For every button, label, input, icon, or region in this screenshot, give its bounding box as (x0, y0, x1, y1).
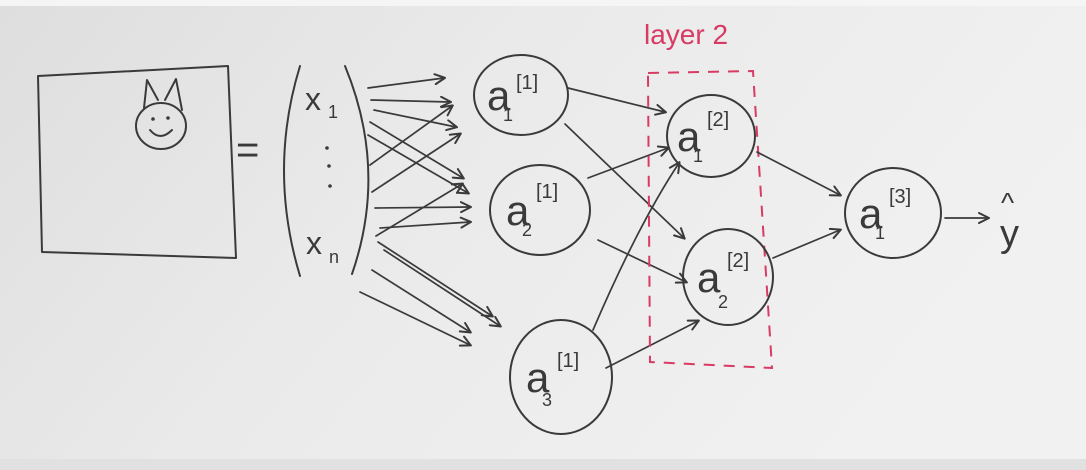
connection-arrow (564, 123, 686, 240)
node-circle (666, 94, 756, 178)
connection-arrow (370, 95, 452, 108)
connection-arrow (359, 291, 472, 347)
image-frame (37, 65, 237, 259)
node-circle (489, 164, 591, 256)
connection-arrow (383, 249, 502, 328)
input-xn-base: x (306, 225, 322, 261)
node-circle (844, 167, 942, 259)
connection-arrow (756, 151, 842, 197)
connection-arrow (373, 109, 458, 132)
input-x1-base: x (305, 81, 321, 117)
connection-arrow (377, 241, 494, 318)
node-label-sub: 2 (522, 220, 532, 240)
layer-1-to-2-connections (564, 87, 700, 369)
connection-arrow (592, 161, 681, 331)
connection-arrow (369, 104, 454, 166)
connection-arrow (587, 145, 670, 179)
layer-2-node: a [2] 2 (682, 228, 774, 326)
whiteboard-top-edge (0, 0, 1086, 6)
node-label-sub: 2 (718, 292, 728, 312)
connection-arrow (605, 319, 700, 369)
node-label-sup: [1] (516, 72, 538, 94)
node-label-base: a (859, 190, 883, 237)
vertical-ellipsis-dot (325, 146, 329, 150)
layer-2-to-3-connections (756, 151, 842, 259)
layer-2-label: layer 2 (644, 19, 728, 50)
connection-arrow (379, 216, 472, 229)
layer-1-node: a [1] 1 (473, 54, 569, 136)
node-label-base: a (487, 72, 511, 119)
node-label-sup: [3] (889, 186, 911, 208)
left-parenthesis (283, 65, 301, 277)
connection-arrow (371, 269, 472, 334)
node-label-sub: 1 (503, 105, 513, 125)
node-label-sub: 1 (875, 223, 885, 243)
input-connections (359, 73, 502, 347)
node-circle (509, 319, 613, 435)
layer-1-node: a [1] 3 (509, 319, 613, 435)
input-vector: x 1 x n (283, 65, 370, 277)
node-label-sup: [1] (536, 181, 558, 203)
node-circle (682, 228, 774, 326)
connection-arrow (375, 182, 464, 237)
node-label-sup: [2] (707, 109, 729, 131)
connection-arrow (371, 132, 462, 193)
layer-3-node: a [3] 1 (844, 167, 942, 259)
output-y-hat: ^ y (1000, 187, 1019, 255)
right-parenthesis (344, 65, 370, 275)
connection-arrow (567, 87, 667, 116)
cat-face-icon (135, 78, 187, 150)
whiteboard-bottom-edge (0, 459, 1086, 470)
node-label-sub: 1 (693, 146, 703, 166)
node-label-sup: [2] (727, 250, 749, 272)
node-label-sub: 3 (542, 390, 552, 410)
vertical-ellipsis-dot (328, 184, 332, 188)
layer-1-node: a [1] 2 (489, 164, 591, 256)
connection-arrow (597, 239, 688, 284)
node-label-base: a (697, 254, 721, 301)
input-image-drawing (37, 65, 237, 259)
node-label-base: a (677, 113, 701, 160)
layer-2-node: a [2] 1 (666, 94, 756, 178)
vertical-ellipsis-dot (327, 164, 331, 168)
connection-arrow (367, 73, 446, 89)
output-hat: ^ (1001, 187, 1014, 218)
input-x1-sub: 1 (328, 102, 338, 122)
node-circle (473, 54, 569, 136)
equals-sign: = (236, 128, 259, 172)
node-label-base: a (506, 187, 530, 234)
layer-2-dashed-box (646, 69, 774, 370)
connection-arrow (772, 227, 842, 259)
node-label-sup: [1] (557, 350, 579, 372)
connection-arrow (369, 121, 465, 180)
node-label-base: a (526, 354, 550, 401)
input-xn-sub: n (329, 247, 339, 267)
output-base: y (1000, 213, 1019, 255)
